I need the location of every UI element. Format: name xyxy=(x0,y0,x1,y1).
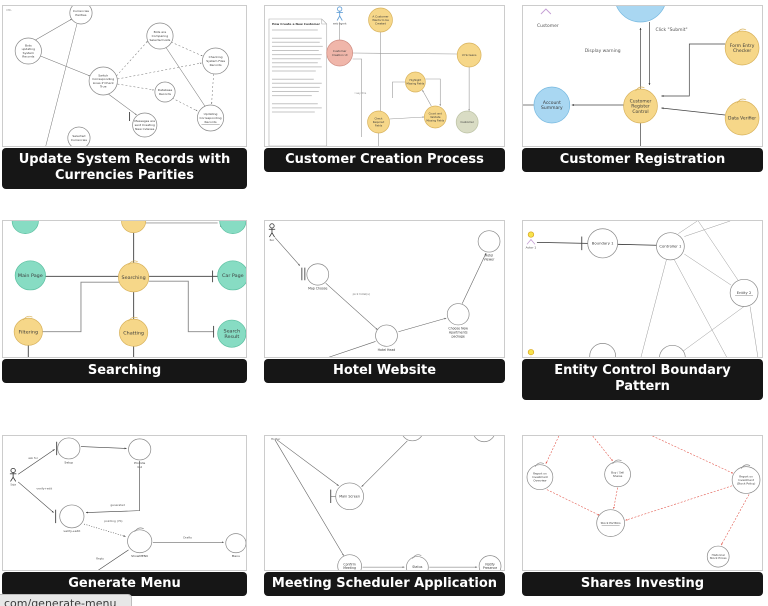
card-title: Entity Control Boundary Pattern xyxy=(522,359,763,400)
svg-text:Boundary 1: Boundary 1 xyxy=(592,242,614,246)
svg-text:Setup: Setup xyxy=(64,460,73,464)
diagram-thumbnail: Boundary 1 Controller 1 Entity 2 Actor 1 xyxy=(522,220,763,358)
svg-text:Stock Portfolio: Stock Portfolio xyxy=(601,521,621,525)
svg-text:pointing (7b): pointing (7b) xyxy=(104,519,122,523)
card-title: Update System Records with Currencies Pa… xyxy=(2,148,247,189)
svg-text:Filtering: Filtering xyxy=(19,329,39,335)
svg-text:I say this: I say this xyxy=(355,91,367,95)
svg-text:Map Choose: Map Choose xyxy=(308,287,327,291)
svg-text:UML: UML xyxy=(6,8,12,12)
svg-text:Searching: Searching xyxy=(122,275,146,281)
card-title: Searching xyxy=(2,359,247,384)
svg-text:Entity 2: Entity 2 xyxy=(737,291,752,295)
svg-text:Controller 1: Controller 1 xyxy=(659,245,682,249)
svg-text:Car Page: Car Page xyxy=(222,273,244,279)
card-title: Shares Investing xyxy=(522,572,763,597)
svg-text:Chatting: Chatting xyxy=(123,330,144,336)
svg-text:ShowMENU: ShowMENU xyxy=(131,554,148,558)
status-bar-link-preview: com/generate-menu xyxy=(0,594,132,606)
svg-text:Customer: Customer xyxy=(537,23,559,29)
svg-text:Customer: Customer xyxy=(460,120,474,124)
card-entity-control-boundary-pattern[interactable]: Boundary 1 Controller 1 Entity 2 Actor 1 En… xyxy=(522,220,763,400)
svg-text:Holder: Holder xyxy=(271,437,281,441)
svg-text:Menu: Menu xyxy=(232,554,240,558)
svg-text:verify+edit: verify+edit xyxy=(36,487,53,491)
card-title: Customer Registration xyxy=(522,148,763,173)
card-title: Hotel Website xyxy=(264,359,505,384)
svg-text:Data Verifier: Data Verifier xyxy=(728,116,756,122)
svg-text:Main Screen: Main Screen xyxy=(339,494,360,498)
card-title: Customer Creation Process xyxy=(264,148,505,173)
svg-text:Status: Status xyxy=(412,565,422,569)
svg-text:Reply: Reply xyxy=(96,557,104,561)
svg-text:Hotel Head: Hotel Head xyxy=(378,348,396,352)
svg-text:ask for: ask for xyxy=(28,456,39,460)
svg-text:generated: generated xyxy=(110,503,125,507)
card-title: Generate Menu xyxy=(2,572,247,597)
svg-text:Actor 1: Actor 1 xyxy=(526,246,537,250)
svg-text:Display warning: Display warning xyxy=(585,48,621,54)
svg-text:verify+edit: verify+edit xyxy=(63,529,81,533)
svg-text:Saja: Saja xyxy=(10,482,16,486)
svg-text:How Create a New Customer: How Create a New Customer xyxy=(272,22,321,26)
svg-text:web agent: web agent xyxy=(333,21,347,25)
svg-text:Drafts: Drafts xyxy=(183,535,192,539)
svg-text:pick hotel(s): pick hotel(s) xyxy=(353,292,370,296)
svg-text:Rec: Rec xyxy=(270,238,275,242)
svg-text:Main Page: Main Page xyxy=(18,273,43,279)
svg-text:UI Screens: UI Screens xyxy=(462,53,477,57)
svg-text:Click "Submit": Click "Submit" xyxy=(655,27,687,33)
card-title: Meeting Scheduler Application xyxy=(264,572,505,597)
